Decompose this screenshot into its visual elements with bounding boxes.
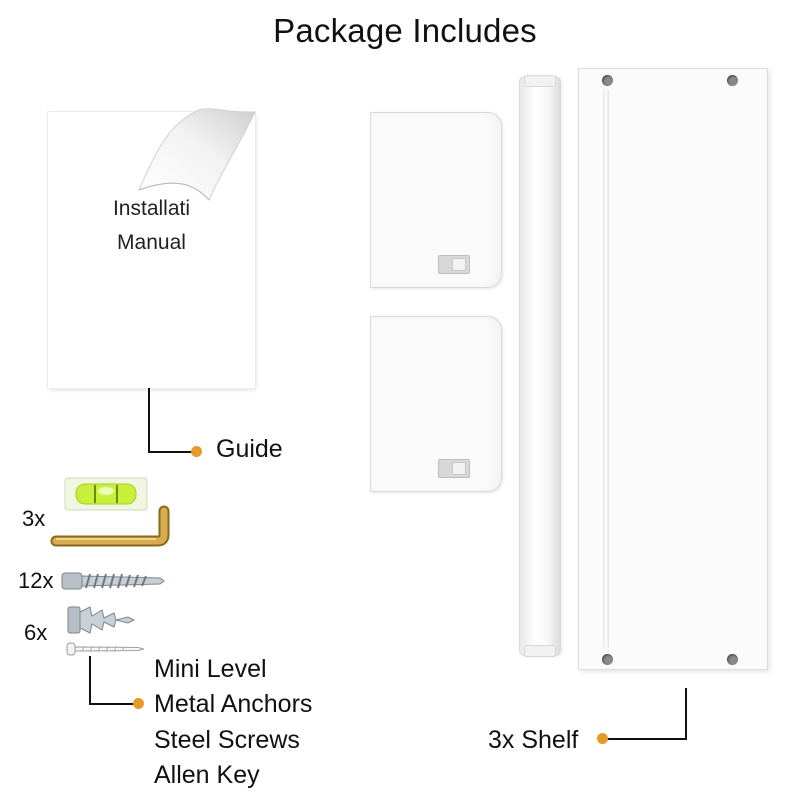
shelf-marker-dot <box>597 733 608 744</box>
manual-title-line2: Manual <box>117 231 186 254</box>
guide-label: Guide <box>216 435 283 463</box>
shelf-bracket <box>370 316 502 492</box>
shelf-board <box>578 68 768 670</box>
guide-leader-line <box>148 388 150 452</box>
rod-end-cap <box>524 75 556 87</box>
shelf-groove <box>603 89 609 649</box>
hardware-item-steel-screws: Steel Screws <box>154 726 300 754</box>
manual-cover-text: Installati Manual <box>48 192 255 260</box>
hardware-item-metal-anchors: Metal Anchors <box>154 690 313 718</box>
shelf-label: 3x Shelf <box>488 726 579 754</box>
shelf-leader-line <box>685 688 687 740</box>
hardware-leader-line <box>89 656 91 704</box>
steel-screw-icon <box>66 642 145 656</box>
rod-end-cap <box>524 645 556 657</box>
metal-anchor-icon <box>61 572 165 590</box>
mounting-hole <box>727 75 738 86</box>
mounting-hole <box>727 654 738 665</box>
drywall-anchor-icon <box>67 606 136 634</box>
shelf-bracket <box>370 112 502 288</box>
qty-anchors: 12x <box>18 568 54 593</box>
guide-marker-dot <box>191 446 202 457</box>
bracket-slot <box>438 255 470 274</box>
qty-level-key: 3x <box>22 506 46 531</box>
mounting-hole <box>602 75 613 86</box>
page-title: Package Includes <box>273 12 537 49</box>
hardware-leader-line-h <box>89 703 137 705</box>
hardware-item-mini-level: Mini Level <box>154 655 267 683</box>
guide-leader-line-h <box>148 451 194 453</box>
mounting-hole <box>602 654 613 665</box>
hardware-item-allen-key: Allen Key <box>154 761 260 789</box>
qty-screws: 6x <box>24 620 48 645</box>
manual-title-line1: Installati <box>112 197 191 220</box>
support-rod <box>519 75 561 657</box>
page-curl-icon <box>138 108 256 201</box>
hardware-marker-dot <box>133 698 144 709</box>
allen-key-icon <box>50 505 170 547</box>
shelf-leader-line-h <box>606 738 687 740</box>
bracket-slot <box>438 459 470 478</box>
mini-level-icon <box>64 477 148 511</box>
